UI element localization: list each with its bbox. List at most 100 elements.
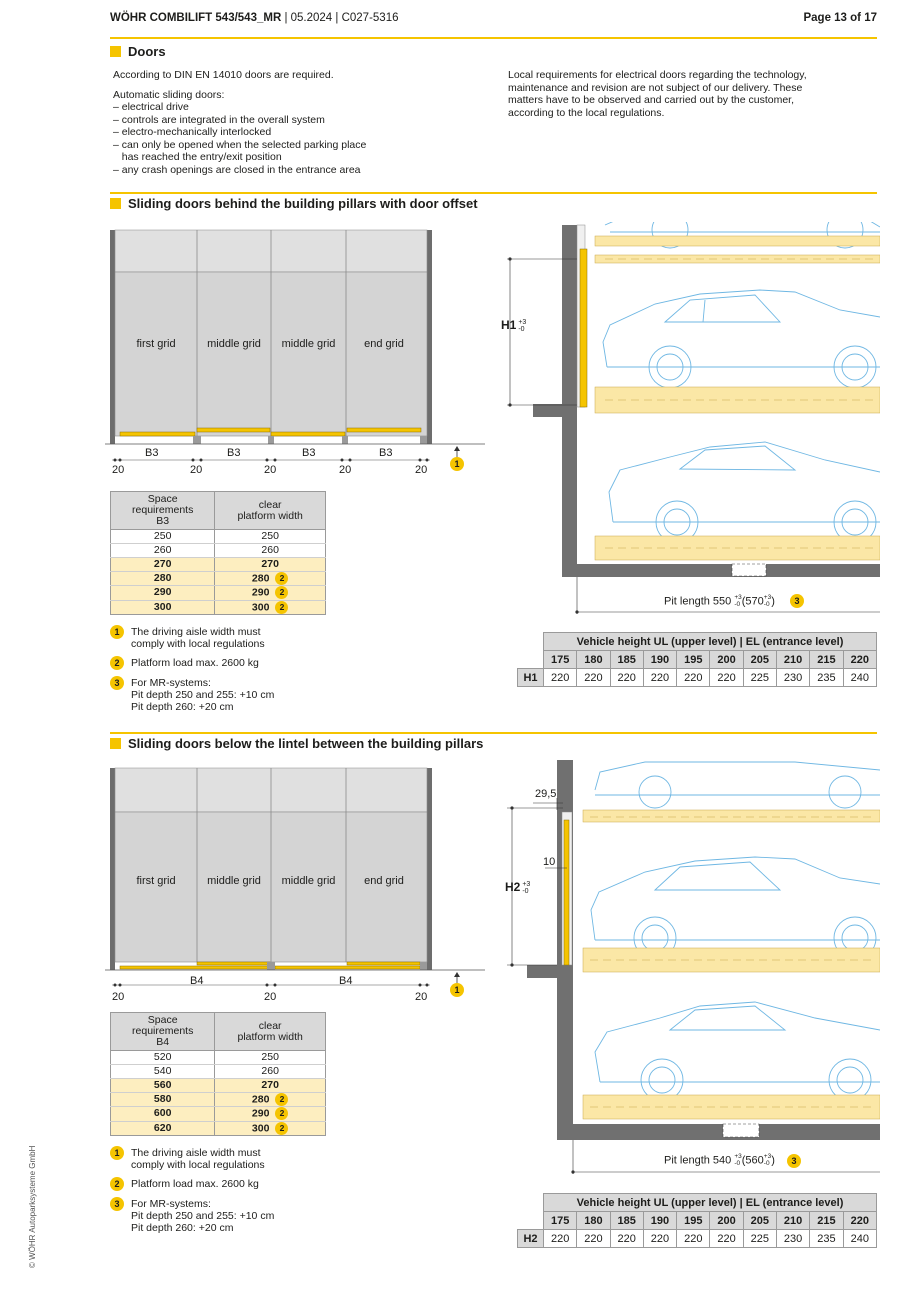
grid-label-end-2: end grid: [364, 875, 404, 887]
vehicle-height-col: 220: [842, 650, 878, 669]
dim-20-3: 20: [264, 464, 277, 476]
car-middle-1: [602, 289, 880, 389]
note-ref-badge: 2: [275, 600, 289, 614]
h-value: 230: [775, 1229, 811, 1248]
dim-20-5: 20: [415, 464, 428, 476]
vehicle-height-table-2: Vehicle height UL (upper level) | EL (en…: [517, 1193, 878, 1248]
space-req-value: 540: [153, 1065, 172, 1077]
dim-20-c: 20: [415, 991, 428, 1003]
auto-door-item: – electrical drive: [113, 101, 189, 113]
dim-b3-3: B3: [302, 447, 316, 459]
vehicle-height-col: 205: [742, 650, 777, 669]
note-number-badge: 3: [110, 1197, 124, 1211]
space-req-value: 250: [153, 530, 172, 542]
space-req-value: 520: [153, 1051, 172, 1063]
front-view-diagram-2: 1: [105, 767, 485, 997]
platform-width-value: 280: [251, 1093, 270, 1106]
h-value: 220: [609, 1229, 644, 1248]
h-value: 220: [609, 668, 644, 687]
auto-door-item: – any crash openings are closed in the e…: [113, 163, 361, 176]
auto-doors-heading: Automatic sliding doors:: [113, 88, 225, 101]
grid-label-middle-1: middle grid: [207, 338, 261, 350]
dim-b3-4: B3: [379, 447, 393, 459]
h-value: 220: [576, 1229, 611, 1248]
dim-b4-2: B4: [339, 975, 353, 987]
space-req-value: 580: [153, 1093, 172, 1106]
car-middle-2: [590, 856, 880, 960]
section2-title: Sliding doors below the lintel between t…: [128, 736, 484, 751]
platform-width-value: 300: [251, 1121, 270, 1134]
dim-20-1: 20: [112, 464, 125, 476]
footnote: 3 For MR-systems:Pit depth 250 and 255: +…: [110, 1197, 340, 1234]
platform-width-value: 250: [261, 1051, 279, 1063]
h-value: 220: [709, 1229, 744, 1248]
vehicle-height-col: 180: [576, 1211, 611, 1230]
side-view-diagram-1: 3: [507, 222, 880, 614]
bullet-square-icon: [110, 738, 121, 749]
note-number-badge: 3: [110, 676, 124, 690]
local-req-line: matters have to be observed and carried …: [508, 94, 794, 106]
note-text: Pit depth 250 and 255: +10 cm: [131, 1210, 275, 1222]
note-text: comply with local regulations: [131, 1159, 265, 1171]
platform-width-value: 290: [251, 1107, 270, 1120]
pit-length-1: Pit length 550 +3-0(570+3-0): [664, 594, 775, 608]
car-upper-1: [604, 222, 880, 249]
local-req-line: maintenance and revision are not subject…: [508, 81, 803, 94]
grid-label-middle-3: middle grid: [207, 875, 261, 887]
note-text: Pit depth 260: +20 cm: [131, 701, 234, 713]
space-req-value: 300: [153, 600, 172, 613]
space-req-value: 600: [153, 1107, 172, 1120]
car-lower-1: [608, 441, 880, 544]
vehicle-height-col: 185: [609, 1211, 644, 1230]
h-row-label: H1: [517, 668, 544, 687]
dim-10: 10: [543, 856, 556, 868]
door-panel-1: [579, 248, 588, 408]
local-req-line: according to the local regulations.: [508, 106, 665, 119]
doors-intro: According to DIN EN 14010 doors are requ…: [113, 69, 334, 81]
note-text: Platform load max. 2600 kg: [131, 1178, 259, 1190]
pillar-right: [427, 230, 432, 444]
h-value: 225: [742, 668, 777, 687]
doc-meta: | 05.2024 | C027-5316: [281, 12, 399, 24]
section2-rule: [110, 732, 877, 734]
platform-width-value: 290: [251, 586, 270, 599]
table-row: 300 300 2: [109, 600, 326, 615]
note-ref-badge: 2: [275, 1093, 289, 1106]
table-row: 580 280 2: [109, 1092, 326, 1108]
h-value: 220: [642, 1229, 678, 1248]
door-panel-2: [563, 819, 570, 966]
dim-b3-1: B3: [145, 447, 159, 459]
note-ref-badge: 2: [275, 1121, 289, 1135]
side-view-diagram-2: 3: [507, 760, 880, 1174]
car-upper-2: [594, 761, 880, 809]
space-req-value: 270: [153, 558, 172, 570]
note-text: For MR-systems:: [131, 1198, 211, 1210]
vehicle-height-col: 185: [609, 650, 644, 669]
grid-label-end: end grid: [364, 338, 404, 350]
note-ref-badge: 2: [275, 572, 289, 585]
h-value: 220: [642, 668, 678, 687]
note-number-badge: 2: [110, 1177, 124, 1191]
table-row: 520 250: [109, 1050, 326, 1065]
vehicle-height-col: 200: [709, 1211, 744, 1230]
local-req-line: Local requirements for electrical doors …: [508, 69, 807, 81]
h-value: 220: [542, 1229, 578, 1248]
vehicle-height-col: 205: [742, 1211, 777, 1230]
h1-label: H1+3-0: [501, 318, 527, 333]
platform-width-value: 300: [251, 600, 270, 613]
h-value: 220: [676, 668, 711, 687]
doors-title: Doors: [128, 44, 166, 59]
svg-text:1: 1: [454, 985, 459, 995]
front-view-diagram-1: 1: [105, 229, 485, 471]
